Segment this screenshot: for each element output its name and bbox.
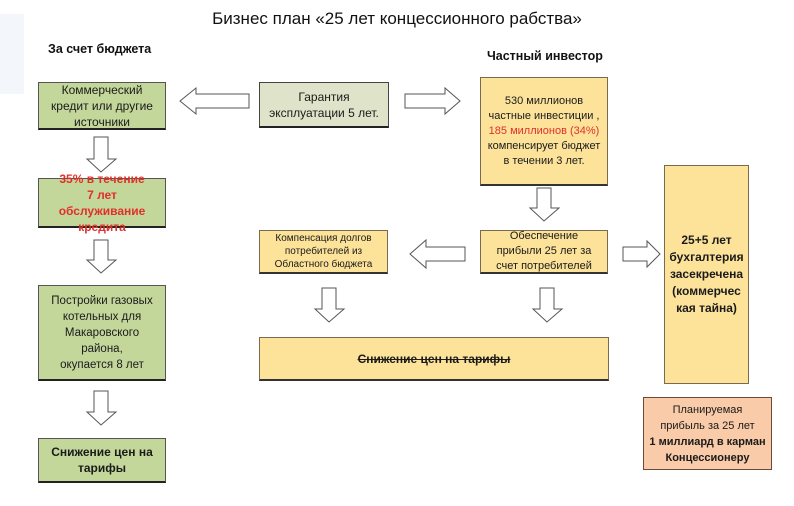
arrow-down-icon (85, 239, 118, 274)
interest-box-line: кредита (78, 219, 126, 234)
arrow-right-icon (404, 86, 461, 116)
tariff-box-line: тарифы (77, 461, 126, 475)
construction-box-line: котельных для (62, 310, 142, 323)
construction-box-line: окупается 8 лет (60, 358, 144, 371)
investment-line: частные инвестиции , (488, 109, 600, 122)
credit-box: Коммерческий кредит или другие источники (38, 82, 166, 130)
compensation-box-line: потребителей из (284, 246, 363, 257)
secret-box-line: (коммерчес (672, 284, 741, 298)
credit-box-line: Коммерческий (61, 82, 143, 97)
arrow-down-icon (85, 136, 118, 173)
construction-box: Постройки газовых котельных для Макаровс… (38, 285, 166, 381)
profit-box-line: прибыли 25 лет за (496, 245, 592, 257)
arrow-down-icon (85, 390, 118, 426)
secret-accounting-box: 25+5 лет бухгалтерия засекречена (коммер… (664, 165, 749, 384)
compensation-box-line: Компенсация долгов (275, 233, 372, 244)
secret-box-line: кая тайна) (676, 301, 737, 315)
investment-line: компенсирует бюджет (487, 139, 601, 152)
guarantee-box-line: эксплуатации 5 лет. (269, 105, 379, 120)
compensation-box-line: Областного бюджета (274, 259, 373, 270)
secret-box-line: засекречена (669, 267, 744, 281)
planned-line: прибыль за 25 лет (660, 419, 755, 432)
tariff-wide-box: Снижение цен на тарифы (259, 337, 609, 381)
credit-box-line: источники (73, 114, 130, 129)
secret-box-line: 25+5 лет (681, 233, 732, 247)
construction-box-line: Постройки газовых (51, 294, 153, 307)
header-investor: Частный инвестор (487, 49, 603, 63)
interest-box-line: 35% в течение (59, 171, 145, 186)
tariff-box-left: Снижение цен на тарифы (38, 438, 166, 483)
construction-box-line: Макаровского района, (64, 326, 140, 355)
profit-box-line: счет потребителей (496, 260, 592, 272)
arrow-down-icon (313, 287, 346, 323)
credit-box-line: кредит или другие (51, 98, 153, 113)
arrow-left-icon (409, 238, 466, 270)
investment-line: 530 миллионов (504, 94, 584, 107)
tariff-box-line: Снижение цен на (51, 445, 153, 459)
diagram-title: Бизнес план «25 лет концессионного рабст… (212, 9, 582, 28)
guarantee-box: Гарантия эксплуатации 5 лет. (259, 82, 389, 128)
planned-line: Планируемая (672, 403, 743, 416)
background-ghost-panel (0, 14, 24, 94)
guarantee-box-line: Гарантия (298, 89, 350, 104)
investment-box: 530 миллионов частные инвестиции , 185 м… (480, 77, 608, 186)
planned-profit-box: Планируемая прибыль за 25 лет 1 миллиард… (643, 397, 772, 470)
profit-box: Обеспечение прибыли 25 лет за счет потре… (480, 230, 608, 274)
interest-box: 35% в течение 7 лет обслуживание кредита (38, 172, 166, 234)
secret-box-line: бухгалтерия (669, 250, 744, 264)
arrow-right-icon (622, 239, 661, 269)
investment-line: в течении 3 лет. (503, 154, 585, 167)
arrow-down-icon (531, 287, 564, 323)
planned-bold-line: 1 миллиард в карман (649, 435, 766, 448)
planned-bold-line: Концессионеру (665, 451, 750, 464)
arrow-down-icon (528, 187, 561, 222)
profit-box-line: Обеспечение (509, 230, 579, 242)
arrow-left-icon (179, 86, 250, 116)
compensation-box: Компенсация долгов потребителей из Облас… (259, 230, 388, 274)
investment-red-line: 185 миллионов (34%) (488, 124, 600, 137)
tariff-wide-label: Снижение цен на тарифы (357, 351, 511, 366)
interest-box-line: 7 лет обслуживание (58, 187, 146, 218)
header-budget: За счет бюджета (48, 42, 152, 56)
